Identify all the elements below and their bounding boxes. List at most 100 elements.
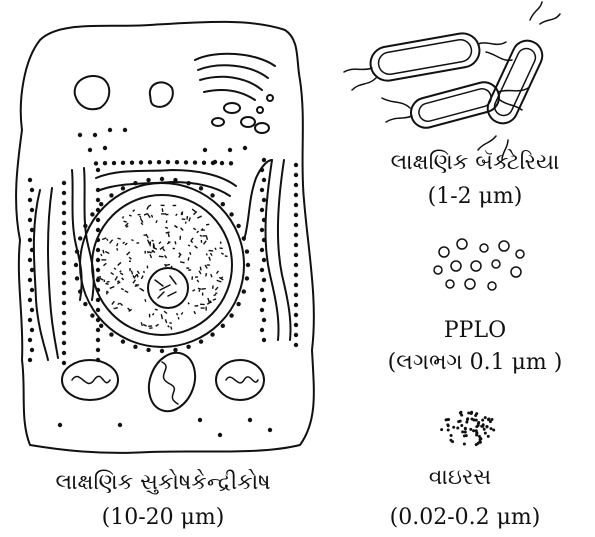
dot bbox=[96, 188, 100, 192]
chromatin-speck bbox=[105, 283, 108, 284]
chromatin-speck bbox=[107, 282, 110, 283]
chromatin-speck bbox=[141, 322, 142, 326]
chromatin-speck bbox=[182, 219, 186, 220]
dot bbox=[28, 278, 32, 282]
chromatin-speck bbox=[201, 289, 205, 290]
dot bbox=[78, 236, 82, 240]
dot bbox=[213, 160, 217, 164]
dot bbox=[456, 426, 459, 429]
chromatin-speck bbox=[121, 289, 123, 290]
dot bbox=[245, 276, 249, 280]
dot bbox=[262, 298, 266, 302]
chromatin-speck bbox=[140, 216, 141, 217]
chromatin-speck bbox=[168, 326, 170, 327]
chromatin-speck bbox=[148, 240, 150, 245]
chromatin bbox=[97, 205, 228, 330]
chromatin-speck bbox=[175, 241, 176, 244]
dot bbox=[30, 248, 34, 252]
chromatin-speck bbox=[181, 312, 183, 314]
dot bbox=[210, 332, 214, 336]
eukaryotic-cell-size: (10-20 μm) bbox=[38, 505, 288, 531]
pplo-illustration bbox=[434, 239, 524, 290]
chromatin-speck bbox=[117, 282, 120, 284]
dot bbox=[62, 251, 66, 255]
dot bbox=[260, 328, 264, 332]
chromatin-speck bbox=[100, 278, 104, 280]
chromatin-speck bbox=[166, 232, 170, 233]
chromatin-speck bbox=[180, 262, 184, 263]
dot bbox=[294, 203, 298, 207]
dot bbox=[96, 198, 100, 202]
chromatin-speck bbox=[199, 271, 201, 274]
chromatin-speck bbox=[145, 299, 146, 301]
chromatin-speck bbox=[147, 214, 150, 218]
dot bbox=[160, 177, 164, 181]
chromatin-speck bbox=[123, 221, 126, 222]
chromatin-speck bbox=[156, 220, 157, 222]
dot bbox=[62, 221, 66, 225]
dot bbox=[294, 243, 298, 247]
dot bbox=[260, 188, 264, 192]
chromatin-speck bbox=[189, 217, 190, 221]
dot bbox=[62, 231, 66, 235]
chromatin-speck bbox=[143, 324, 146, 326]
chromatin-speck bbox=[168, 233, 169, 237]
dot bbox=[482, 423, 485, 426]
bacteria-label: લાક્ષણિક બૅક્ટેરિયા bbox=[360, 150, 590, 176]
dot bbox=[260, 248, 264, 252]
dot bbox=[83, 224, 87, 228]
chromatin-speck bbox=[135, 275, 137, 278]
dot bbox=[99, 324, 103, 328]
dot bbox=[148, 160, 152, 164]
dot bbox=[139, 160, 143, 164]
dot bbox=[465, 421, 468, 424]
chromatin-speck bbox=[161, 314, 162, 319]
dot bbox=[294, 323, 298, 327]
dot bbox=[173, 348, 177, 352]
chromatin-speck bbox=[114, 268, 116, 270]
chromatin-speck bbox=[188, 257, 189, 260]
dot bbox=[30, 328, 34, 332]
dot bbox=[199, 339, 203, 343]
dot bbox=[483, 428, 486, 431]
dot bbox=[103, 161, 107, 165]
chromatin-speck bbox=[101, 254, 102, 256]
dot bbox=[96, 298, 100, 302]
dot bbox=[96, 328, 100, 332]
dot bbox=[90, 313, 94, 317]
chromatin-speck bbox=[152, 240, 154, 241]
dot bbox=[62, 271, 66, 275]
chromatin-speck bbox=[150, 254, 152, 258]
chromatin-speck bbox=[181, 228, 184, 231]
chromatin-speck bbox=[197, 280, 199, 282]
chromatin-speck bbox=[225, 256, 228, 257]
dot bbox=[28, 198, 32, 202]
dot bbox=[103, 146, 107, 150]
chromatin-speck bbox=[125, 243, 127, 245]
dot bbox=[121, 339, 125, 343]
chromatin-speck bbox=[122, 278, 124, 280]
dot bbox=[62, 201, 66, 205]
chromatin-speck bbox=[165, 255, 167, 258]
dot bbox=[93, 133, 97, 137]
dot bbox=[262, 158, 266, 162]
dot bbox=[83, 302, 87, 306]
dot bbox=[479, 437, 482, 440]
dot bbox=[461, 430, 464, 433]
dot bbox=[184, 160, 188, 164]
chromatin-speck bbox=[191, 241, 193, 243]
chromatin-speck bbox=[127, 252, 130, 255]
chromatin-speck bbox=[214, 295, 217, 296]
dot bbox=[248, 418, 252, 422]
dot bbox=[294, 263, 298, 267]
dot bbox=[294, 183, 298, 187]
chromatin-speck bbox=[155, 309, 158, 310]
chromatin-speck bbox=[107, 239, 108, 241]
chromatin-speck bbox=[141, 223, 143, 225]
chromatin-speck bbox=[102, 238, 106, 240]
mitochondrion bbox=[141, 346, 203, 417]
chromatin-speck bbox=[190, 252, 191, 255]
rough-endoplasmic-reticulum bbox=[48, 188, 58, 358]
dot bbox=[484, 416, 487, 419]
